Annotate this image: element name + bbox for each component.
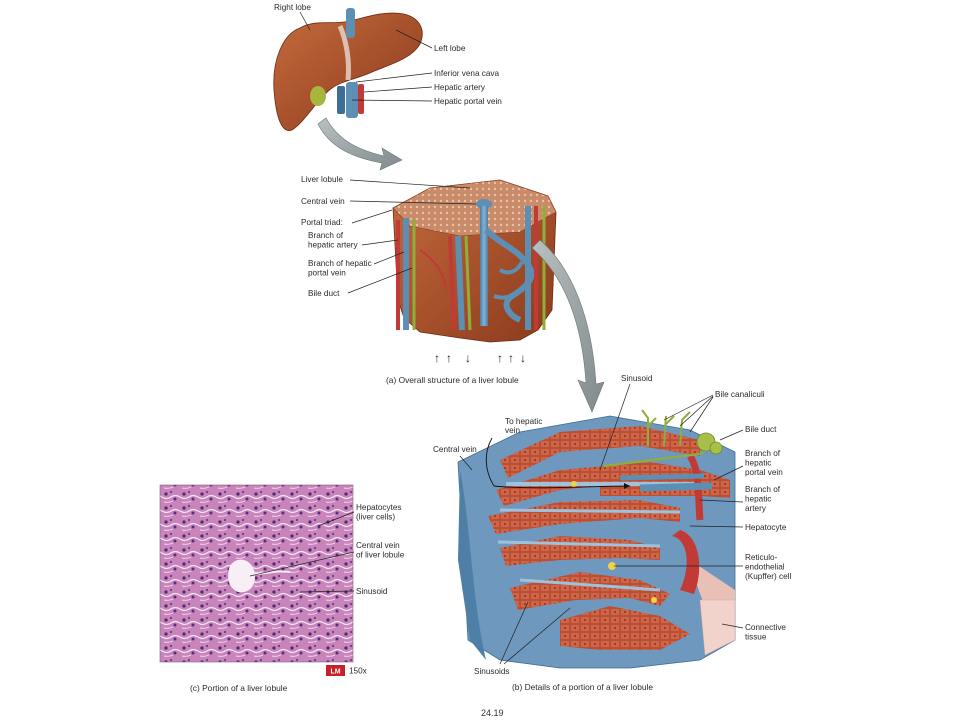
line-1: Connective [745,623,786,632]
label-detail-branch-artery: Branch of hepatic artery [745,485,782,513]
label-lobule-central-vein: Central vein [301,197,345,206]
blood-flow-arrows: ↑ ↑ ↓ ↑ ↑ ↓ [434,351,526,365]
label-hepatic-artery: Hepatic artery [434,83,486,92]
line-3: artery [745,504,767,513]
label-detail-central-vein: Central vein [433,445,477,454]
line-1: Branch of [308,231,344,240]
lm-badge-text: LM [330,669,340,676]
label-right-lobe: Right lobe [274,3,311,12]
label-lobule-bile-duct: Bile duct [308,289,340,298]
label-inferior-vena-cava: Inferior vena cava [434,69,500,78]
line-2: vein [505,426,520,435]
line-2: portal vein [308,269,346,278]
flow-arrow-3: ↓ [465,351,471,365]
line-1: Hepatocytes [356,503,402,512]
zoom-arrow-2 [531,239,605,413]
label-to-hepatic-vein: To hepatic vein [505,417,545,435]
label-bile-canaliculi: Bile canaliculi [715,390,765,399]
flow-arrow-2: ↑ [446,351,452,365]
label-micro-central-vein: Central vein of liver lobule [356,541,405,560]
line-2: hepatic [745,459,771,468]
magnification: 150x [349,667,367,676]
flow-arrow-4: ↑ [497,351,503,365]
label-hepatocyte: Hepatocyte [745,523,787,532]
label-detail-bile-duct: Bile duct [745,425,777,434]
line-2: hepatic artery [308,241,359,250]
line-3: (Kupffer) cell [745,572,791,581]
lobule-detail-illustration [457,409,736,669]
caption-a: (a) Overall structure of a liver lobule [386,375,519,385]
zoom-arrow-1 [317,117,403,171]
label-liver-lobule: Liver lobule [301,175,343,184]
figure-number: 24.19 [481,708,504,718]
label-detail-branch-portal: Branch of hepatic portal vein [745,449,783,477]
line-1: Branch of [745,449,781,458]
label-detail-sinusoid: Sinusoid [621,374,653,383]
label-portal-triad: Portal triad: [301,218,343,227]
label-hepatic-portal-vein: Hepatic portal vein [434,97,502,106]
label-connective-tissue: Connective tissue [745,623,788,642]
label-sinusoids: Sinusoids [474,667,510,676]
label-lobule-branch-portal: Branch of hepatic portal vein [308,259,374,278]
line-1: Branch of [745,485,781,494]
line-2: endothelial [745,563,785,572]
flow-arrow-6: ↓ [520,351,526,365]
caption-b: (b) Details of a portion of a liver lobu… [512,682,653,692]
line-2: tissue [745,633,767,642]
label-left-lobe: Left lobe [434,44,466,53]
line-1: Central vein [356,541,400,550]
lm-badge [326,665,345,676]
line-1: To hepatic [505,417,542,426]
label-lobule-branch-artery: Branch of hepatic artery [308,231,359,250]
flow-arrow-5: ↑ [508,351,514,365]
label-micro-sinusoid: Sinusoid [356,587,388,596]
line-3: portal vein [745,468,783,477]
flow-arrow-1: ↑ [434,351,440,365]
line-2: (liver cells) [356,513,395,522]
line-2: hepatic [745,495,771,504]
micrograph-lm [159,484,354,663]
label-kupffer-cell: Reticulo- endothelial (Kupffer) cell [745,553,791,581]
line-1: Reticulo- [745,553,778,562]
line-2: of liver lobule [356,551,405,560]
caption-c: (c) Portion of a liver lobule [190,683,288,693]
liver-lobule-illustration [392,179,557,343]
line-1: Branch of hepatic [308,259,372,268]
liver-organ [273,8,423,131]
label-hepatocytes: Hepatocytes (liver cells) [356,503,404,522]
